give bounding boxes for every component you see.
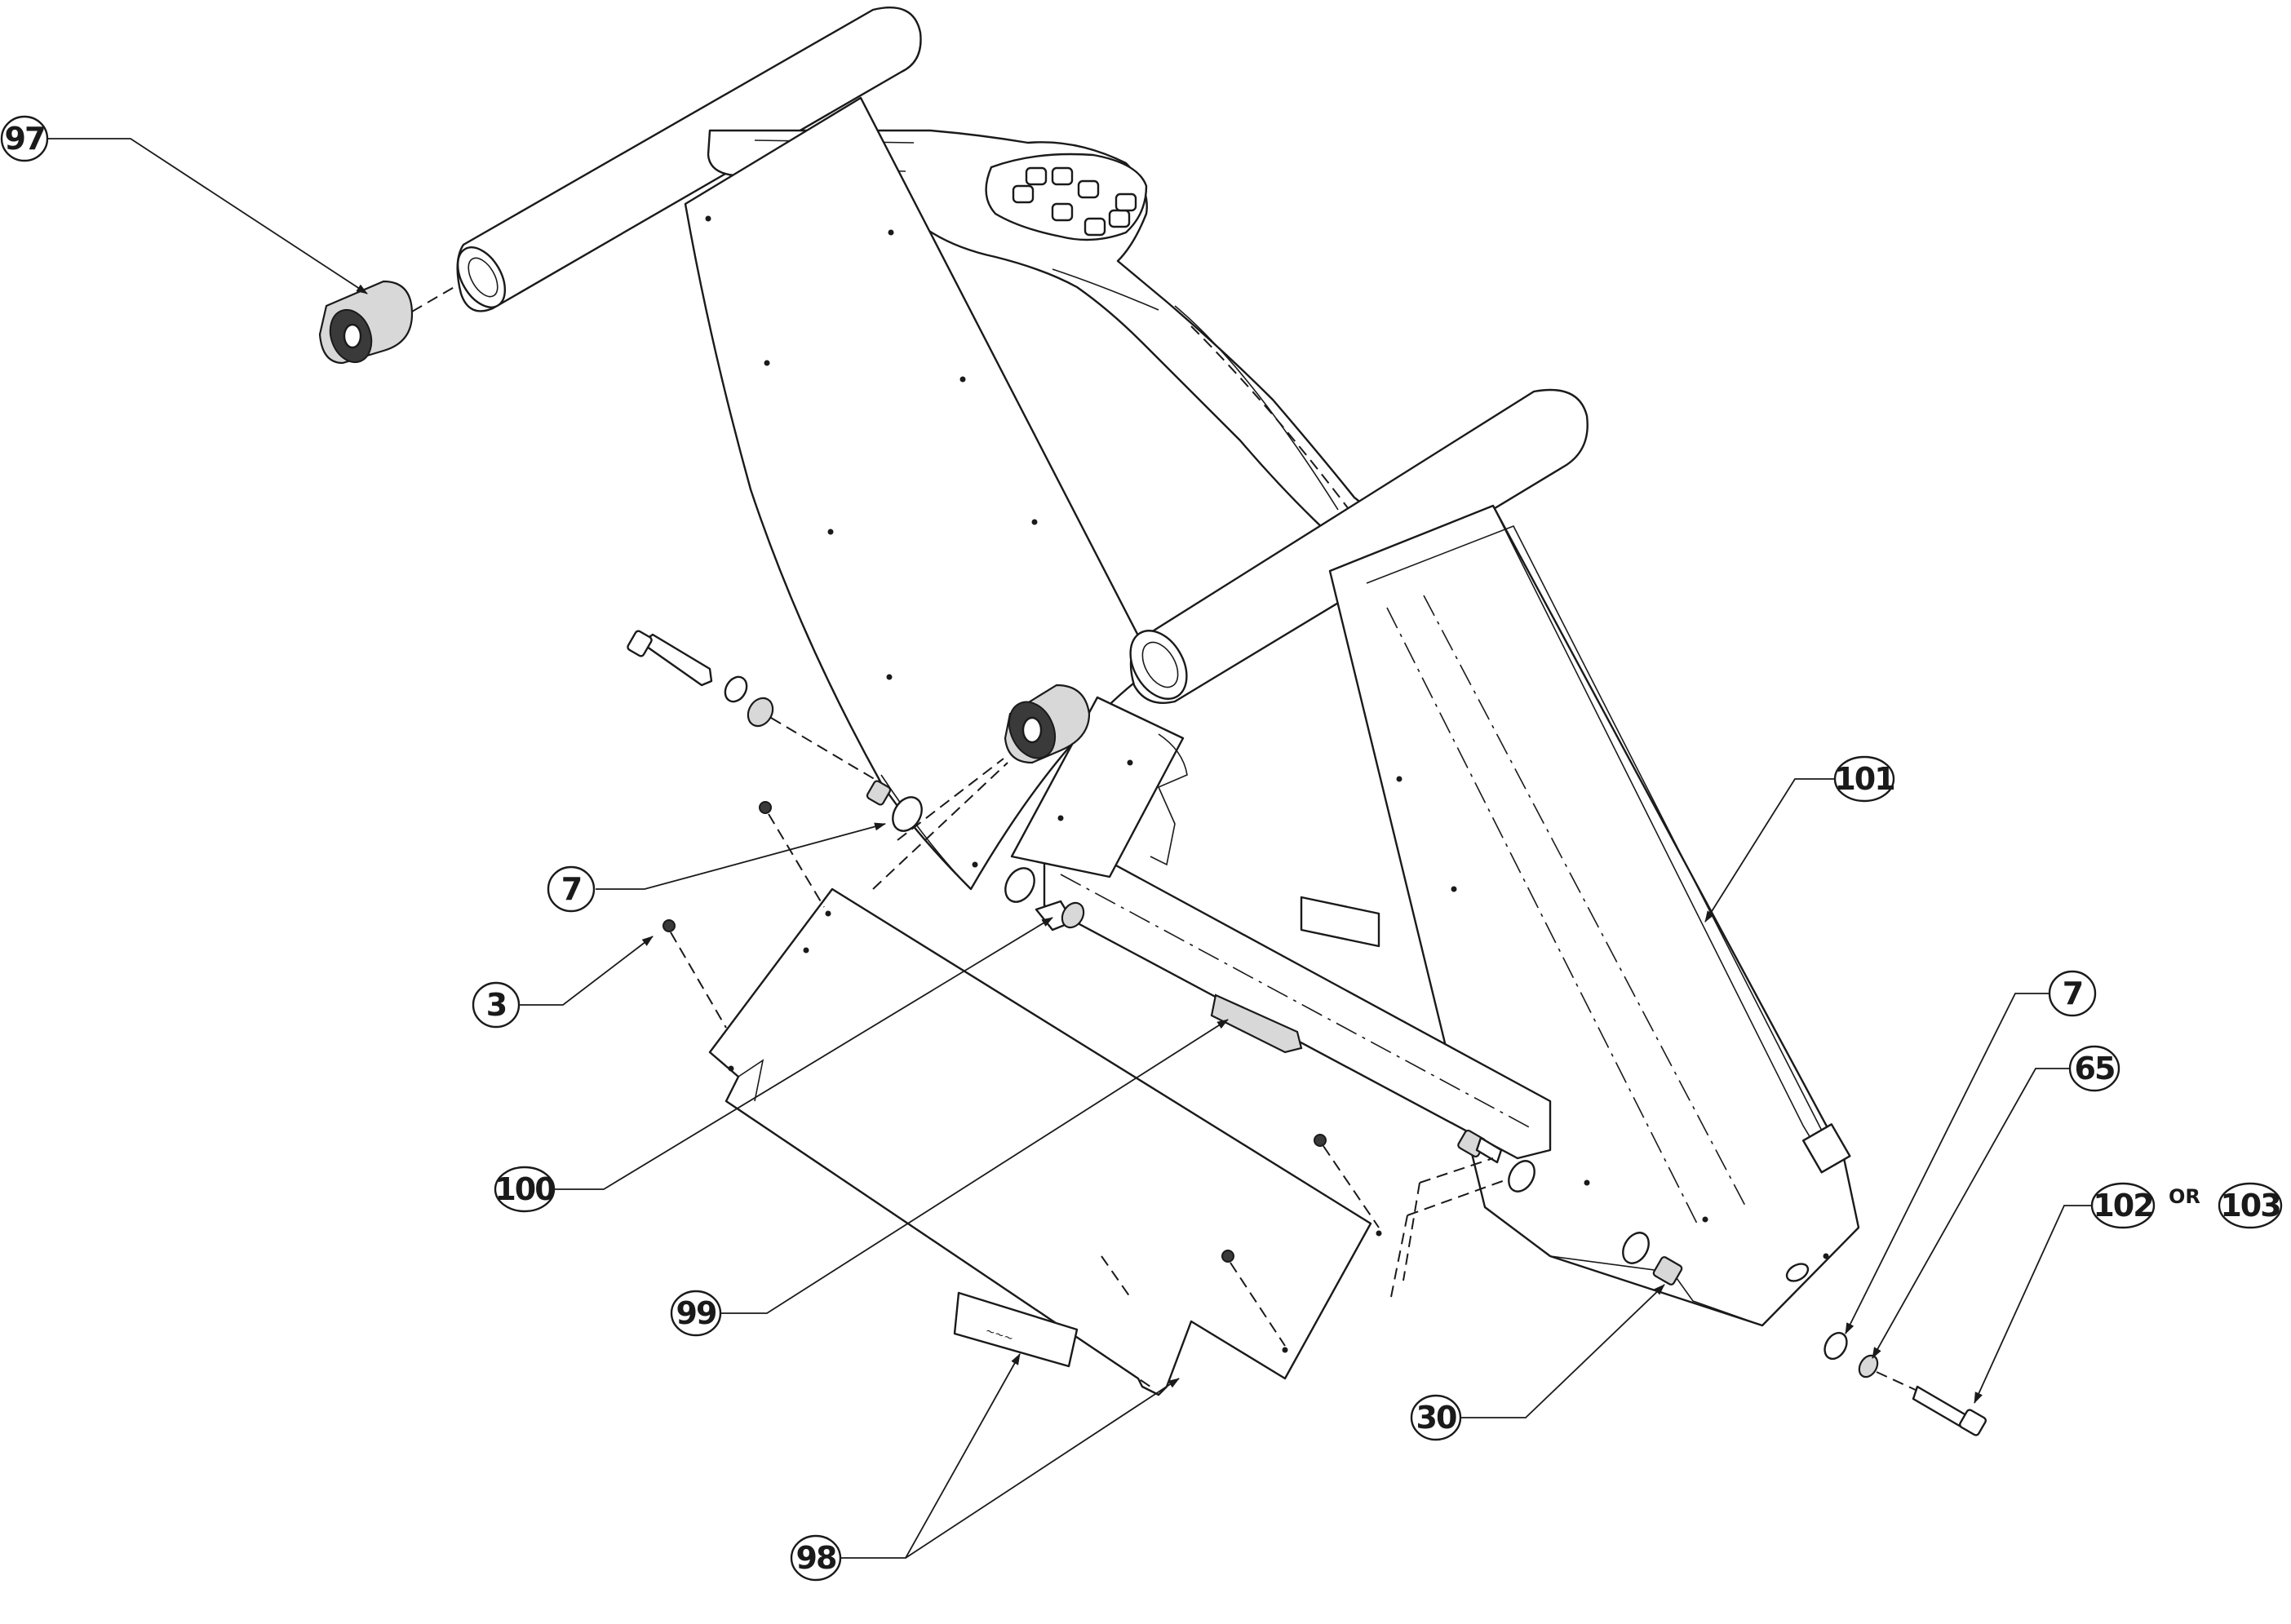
callout-102: 102 [2090,1182,2156,1229]
lower-shroud-plate: ~~~ [708,887,1382,1396]
svg-text:101: 101 [1834,761,1894,797]
svg-text:65: 65 [2075,1051,2115,1086]
end-cap-97 [318,280,414,365]
callout-103: 103 [2218,1182,2283,1229]
upper-shroud-panel [684,96,1156,891]
callout-100: 100 [494,1166,556,1213]
plate-screws [662,801,1327,1263]
callout-101: 101 [1833,755,1896,803]
screw-dash-lines [670,813,1380,1347]
callout-30: 30 [1410,1394,1462,1441]
callout-7-right: 7 [2048,970,2097,1017]
right-lower-hardware [1457,1129,1683,1285]
svg-text:103: 103 [2220,1188,2280,1224]
callout-leaders [47,138,2092,1559]
cap-97-dash-line [411,285,458,312]
callout-7-left: 7 [547,865,596,913]
callout-65: 65 [2068,1045,2120,1092]
shroud-holes [705,215,1038,868]
svg-text:3: 3 [486,987,506,1023]
bolt-assembly-center [1004,867,1085,931]
left-handlebar-tube [456,7,922,312]
bolt-assembly-left [627,630,923,832]
callout-98: 98 [790,1534,842,1582]
callout-97: 97 [0,115,49,162]
svg-text:98: 98 [796,1540,836,1576]
svg-text:102: 102 [2093,1188,2152,1224]
svg-text:30: 30 [1416,1400,1456,1436]
callout-99: 99 [670,1290,722,1337]
decal-dash-line [1101,1255,1131,1298]
right-handlebar-tube [1129,388,1589,704]
right-lower-dash-lines [1390,1157,1510,1298]
frame-knob [1004,684,1091,764]
bracket-plate [1010,696,1188,878]
plate-holes [728,910,1382,1353]
upright-post-101 [1043,504,1860,1327]
svg-text:7: 7 [561,871,581,907]
far-right-bolt-assembly [1823,1331,1987,1436]
center-dash-lines [872,758,1008,890]
callout-3: 3 [472,981,521,1029]
svg-text:100: 100 [494,1171,555,1207]
console-buttons [1012,166,1137,237]
svg-text:7: 7 [2063,976,2082,1011]
svg-text:99: 99 [676,1295,716,1331]
or-label: OR [2169,1185,2200,1208]
svg-text:97: 97 [5,121,45,157]
